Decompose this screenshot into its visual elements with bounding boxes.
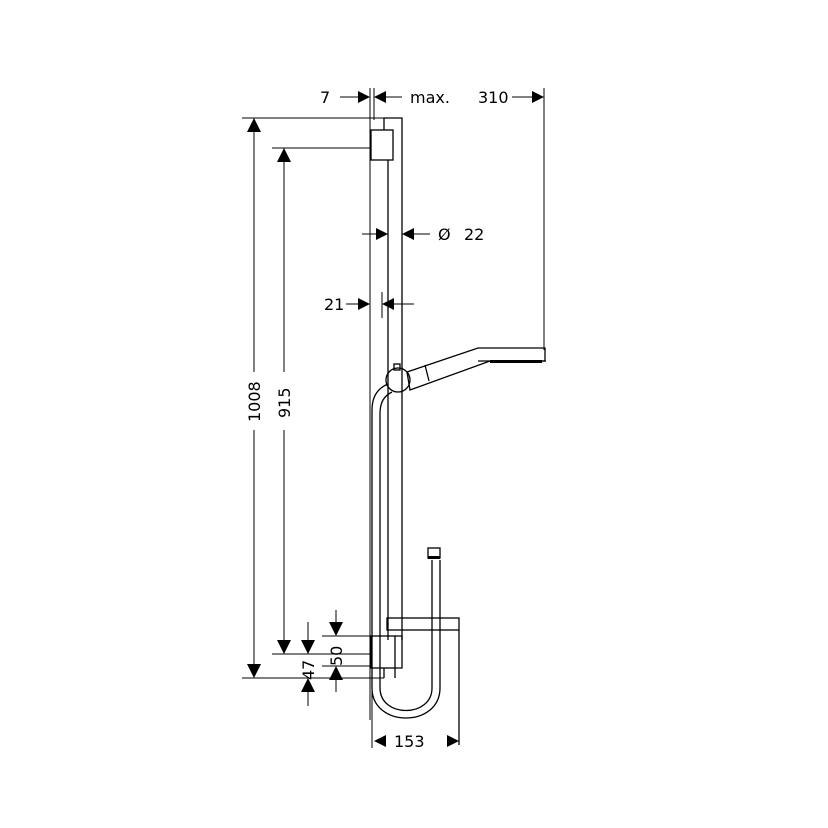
dimension-lower-bracket-height: 50	[327, 646, 346, 666]
top-dimensions: 7 max. 310	[320, 88, 545, 350]
shelf-width-dimension: 153	[371, 690, 459, 751]
rail-diameter-dimension: Ø 22	[362, 225, 484, 244]
shower-rail-assembly	[369, 88, 546, 745]
rail-wall-gap-dimension: 21	[324, 292, 414, 318]
dimension-rail-diameter: 22	[464, 225, 484, 244]
bracket-spacing-dimension: 915	[272, 147, 371, 655]
overall-height-dimension: 1008	[242, 117, 384, 679]
dimension-shelf-width: 153	[394, 732, 425, 751]
dimension-overall-height: 1008	[245, 381, 264, 422]
dimension-bracket-spacing: 915	[275, 387, 294, 418]
dimension-lower-offset: 47	[299, 660, 318, 680]
dimension-rail-wall-gap: 21	[324, 295, 344, 314]
dimension-max-label: max.	[410, 88, 450, 107]
dimension-wall-offset-top: 7	[320, 88, 330, 107]
lower-bracket-dimensions: 47 50	[299, 610, 371, 706]
diameter-symbol: Ø	[438, 225, 451, 244]
dimension-max-projection: 310	[478, 88, 509, 107]
